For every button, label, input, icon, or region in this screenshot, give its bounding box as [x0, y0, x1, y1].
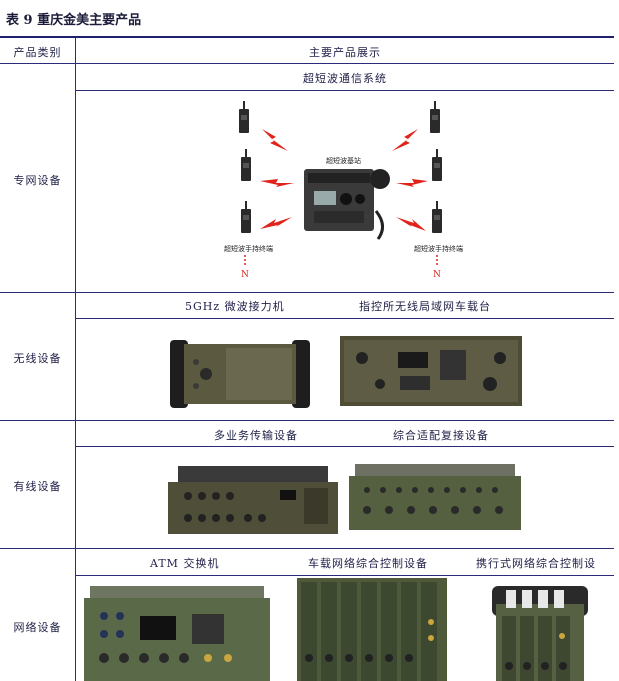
column-divider: [75, 38, 76, 681]
handheld-radio-right-3: [432, 201, 442, 233]
microwave-relay-image: [170, 340, 310, 408]
row4-subheader-2: 车载网络综合控制设备: [308, 557, 428, 570]
row3-subrule: [76, 446, 614, 447]
row1-subheader: 超短波通信系统: [303, 72, 387, 85]
lightning-bolt-icon: [396, 217, 426, 231]
wlan-vehicle-station-image: [340, 336, 522, 406]
header-rule: [0, 63, 614, 64]
count-label-right: N: [433, 270, 441, 280]
row3-subheader-1: 多业务传输设备: [214, 429, 298, 442]
handheld-radio-left-1: [239, 101, 249, 133]
row2-category: 无线设备: [13, 352, 62, 365]
header-category: 产品类别: [13, 46, 62, 59]
row2-rule: [0, 420, 614, 421]
row2-subheader-1: 5GHz 微波接力机: [185, 300, 285, 313]
vehicle-network-controller-image: [297, 578, 447, 681]
lightning-bolt-icon: [396, 179, 428, 187]
row2-subrule: [76, 318, 614, 319]
atm-switch-image: [84, 586, 270, 681]
lightning-bolt-icon: [392, 129, 418, 151]
multiservice-transmission-image: [168, 466, 338, 534]
handheld-label-right: 超短波手持终端: [414, 244, 463, 253]
header-display: 主要产品展示: [309, 46, 381, 59]
handheld-radio-left-2: [241, 149, 251, 181]
lightning-bolt-icon: [260, 217, 292, 229]
row4-subrule: [76, 575, 614, 576]
count-label-left: N: [241, 270, 249, 280]
row3-category: 有线设备: [13, 480, 62, 493]
row4-subheader-1: ATM 交换机: [150, 557, 220, 570]
ultrashortwave-system-diagram: 超短波基站 超短波手持终端 超短波手持终端 N N: [224, 101, 463, 280]
handheld-radio-left-3: [241, 201, 251, 233]
base-station-unit: [304, 169, 390, 240]
handheld-radio-right-1: [430, 101, 440, 133]
handheld-radio-right-2: [432, 149, 442, 181]
row2-subheader-2: 指控所无线局域网车载台: [359, 300, 491, 313]
row4-category: 网络设备: [13, 621, 62, 634]
base-station-label: 超短波基站: [326, 156, 361, 165]
row3-rule: [0, 548, 614, 549]
row3-subheader-2: 综合适配复接设备: [393, 429, 489, 442]
table-title: 表 9 重庆金美主要产品: [6, 13, 142, 28]
portable-network-controller-image: [492, 586, 588, 681]
lightning-bolt-icon: [260, 179, 294, 187]
table-top-rule: [0, 36, 614, 38]
handheld-label-left: 超短波手持终端: [224, 244, 273, 253]
row4-subheader-3: 携行式网络综合控制设: [476, 557, 596, 570]
row1-subrule: [76, 90, 614, 91]
row1-rule: [0, 292, 614, 293]
integrated-multiplexer-image: [349, 464, 521, 530]
lightning-bolt-icon: [262, 129, 288, 151]
row1-category: 专网设备: [13, 174, 62, 187]
